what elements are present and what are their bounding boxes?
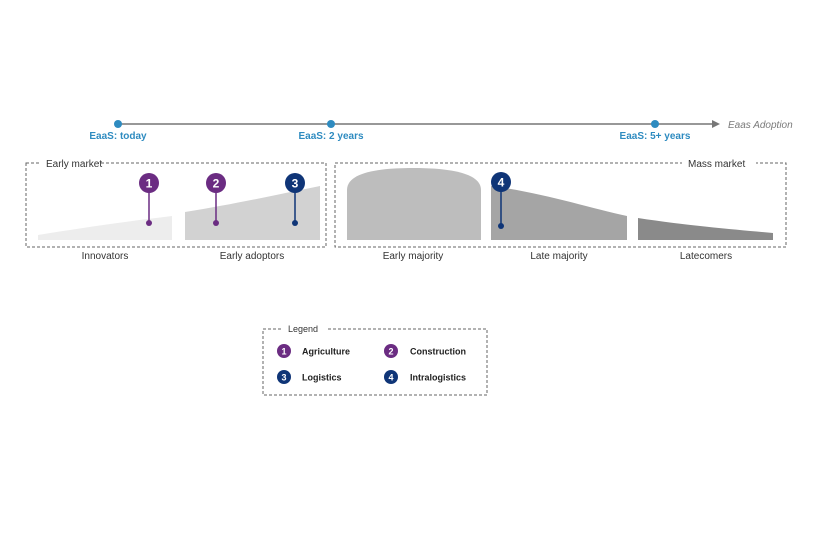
early-market-group: Early market	[25, 157, 327, 248]
legend-item-intralogistics: 4 Intralogistics	[384, 370, 466, 384]
marker-badge	[491, 172, 511, 192]
timeline: EaaS: today EaaS: 2 years EaaS: 5+ years…	[89, 120, 793, 142]
latecomers-area	[638, 218, 773, 240]
timeline-point-today	[114, 120, 122, 128]
marker-pin-dot	[498, 223, 504, 229]
early-market-border	[25, 162, 327, 248]
legend-label: Construction	[410, 347, 466, 357]
timeline-point-5-years	[651, 120, 659, 128]
marker-number: 3	[292, 177, 299, 191]
marker-pin-dot	[213, 220, 219, 226]
timeline-label-2-years: EaaS: 2 years	[298, 131, 363, 142]
innovators-area	[38, 216, 172, 240]
late-majority-area	[491, 186, 627, 240]
segment-label-latecomers: Latecomers	[680, 251, 732, 262]
segment-label-early-adopters: Early adoptors	[220, 251, 284, 262]
early-market-label: Early market	[46, 159, 102, 170]
marker-badge	[139, 173, 159, 193]
segment-label-innovators: Innovators	[82, 251, 129, 262]
legend-label: Intralogistics	[410, 373, 466, 383]
segment-label-early-majority: Early majority	[383, 251, 444, 262]
marker-badge	[206, 173, 226, 193]
mass-market-border	[334, 162, 787, 248]
timeline-arrow-icon	[712, 120, 720, 128]
legend-number: 4	[388, 373, 393, 383]
legend-badge	[277, 344, 291, 358]
legend-label: Agriculture	[302, 347, 350, 357]
legend-item-construction: 2 Construction	[384, 344, 466, 358]
marker-badge	[285, 173, 305, 193]
legend-number: 1	[281, 347, 286, 357]
mass-market-group: Mass market	[334, 157, 787, 248]
timeline-axis-label: Eaas Adoption	[728, 120, 793, 131]
timeline-label-5-years: EaaS: 5+ years	[620, 131, 691, 142]
legend-item-agriculture: 1 Agriculture	[277, 344, 350, 358]
marker-intralogistics: 4	[491, 172, 511, 229]
mass-market-label: Mass market	[688, 159, 745, 170]
legend-number: 2	[388, 347, 393, 357]
legend-label: Logistics	[302, 373, 342, 383]
marker-number: 1	[146, 177, 153, 191]
early-adopters-area	[185, 186, 320, 240]
legend-badge	[384, 370, 398, 384]
legend-badge	[384, 344, 398, 358]
marker-logistics: 3	[285, 173, 305, 226]
segment-labels: Innovators Early adoptors Early majority…	[82, 251, 732, 262]
legend: Legend 1 Agriculture 2 Construction 3 Lo…	[262, 323, 488, 396]
timeline-point-2-years	[327, 120, 335, 128]
marker-construction: 2	[206, 173, 226, 226]
legend-title: Legend	[288, 324, 318, 334]
segment-label-late-majority: Late majority	[530, 251, 587, 262]
timeline-label-today: EaaS: today	[89, 131, 147, 142]
marker-number: 4	[498, 176, 505, 190]
marker-number: 2	[213, 177, 220, 191]
legend-border	[262, 328, 488, 396]
legend-number: 3	[281, 373, 286, 383]
legend-badge	[277, 370, 291, 384]
marker-pin-dot	[146, 220, 152, 226]
marker-agriculture: 1	[139, 173, 159, 226]
legend-item-logistics: 3 Logistics	[277, 370, 342, 384]
early-majority-area	[347, 168, 481, 240]
marker-pin-dot	[292, 220, 298, 226]
